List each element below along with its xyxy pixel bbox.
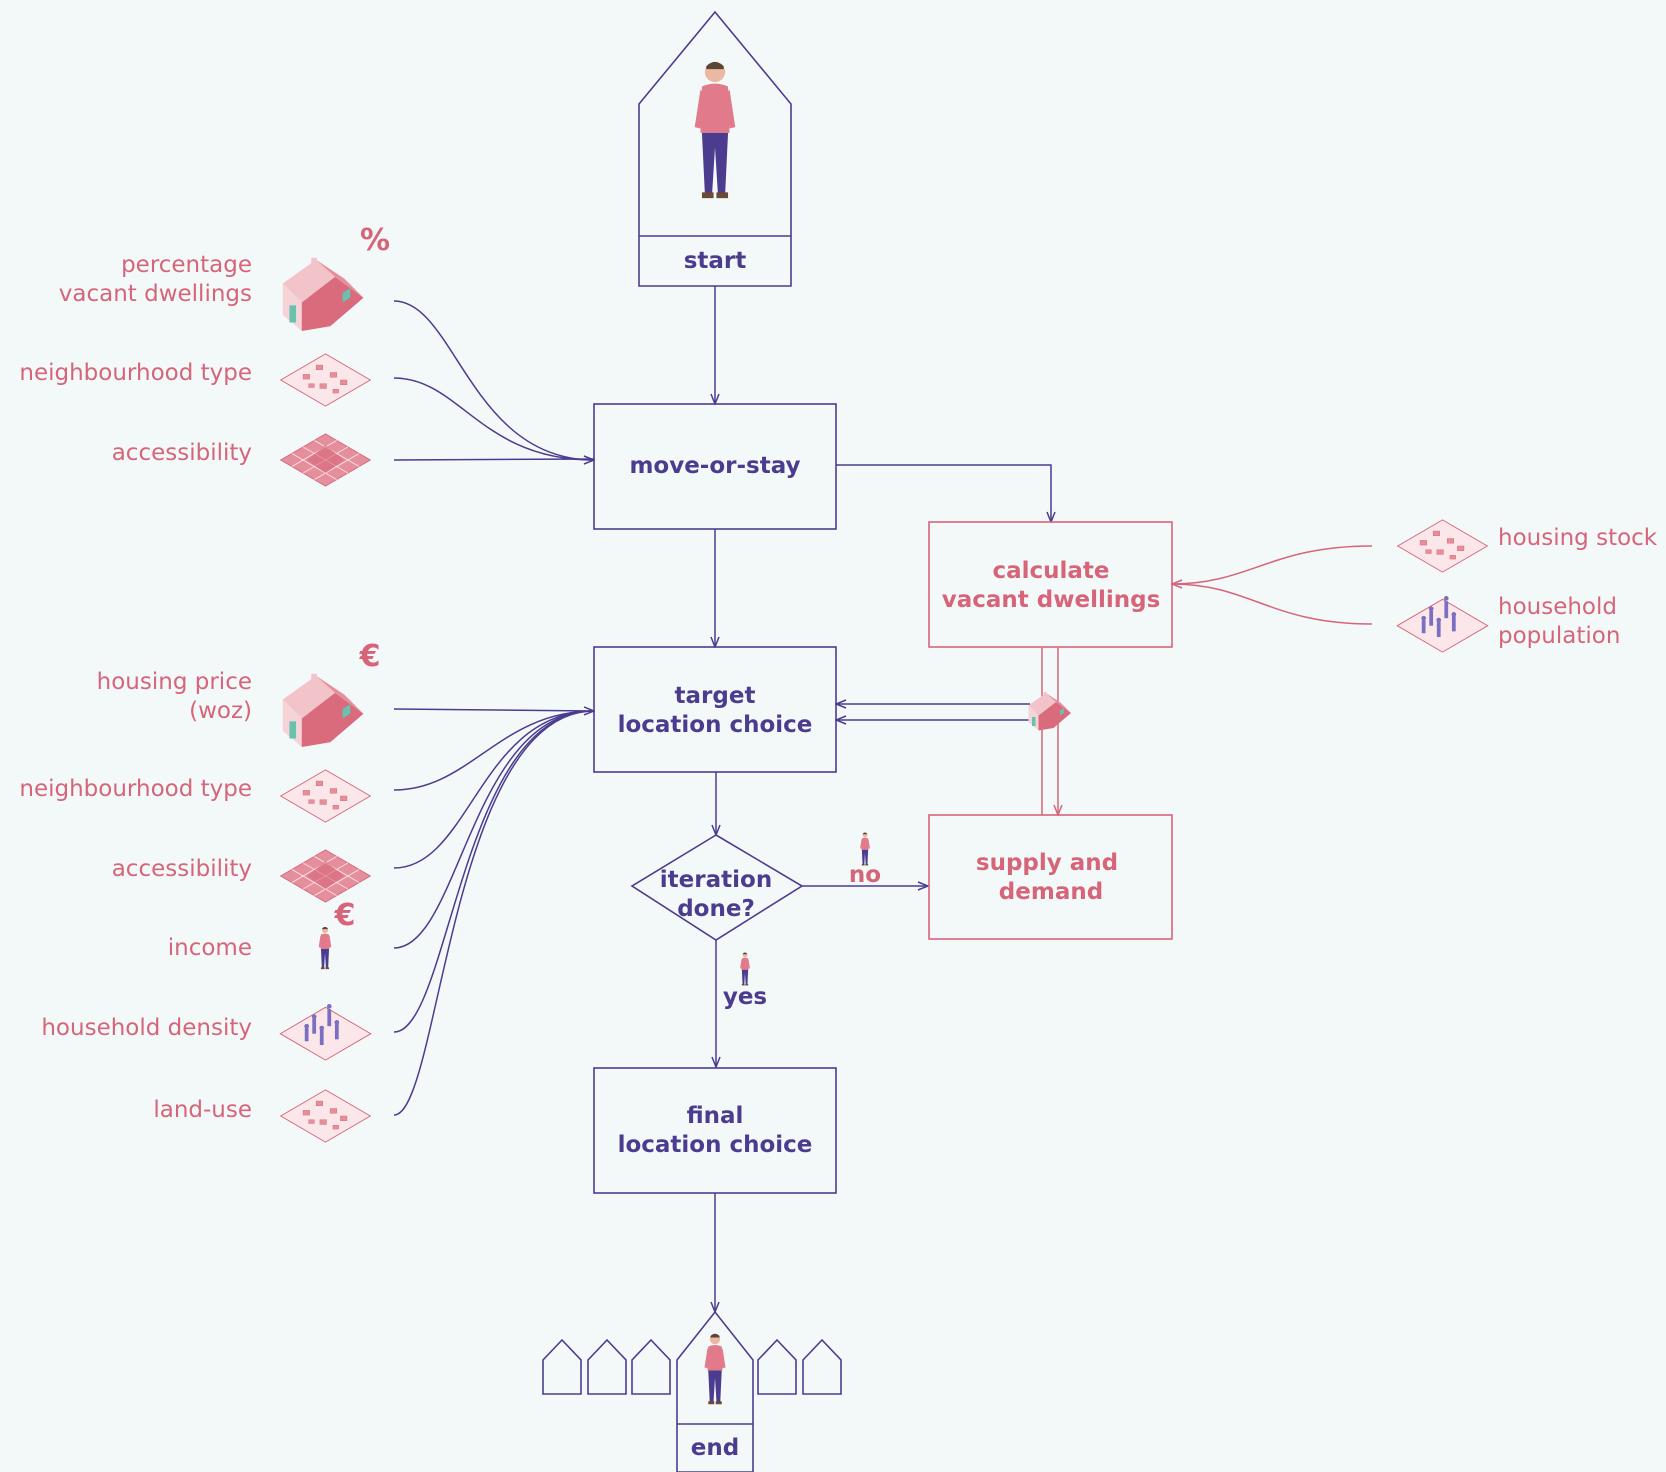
branch-no-label: no — [849, 862, 881, 888]
accessibility-grid-icon — [280, 849, 371, 903]
input-label: household density — [41, 1015, 252, 1041]
person-icon — [860, 832, 870, 866]
iteration-label-2: done? — [677, 896, 755, 922]
calculate-vacant-dwellings-node: calculate vacant dwellings — [928, 521, 1173, 648]
house-icon — [282, 673, 364, 747]
start-node: start — [638, 10, 792, 287]
final-label-1: final — [687, 1103, 744, 1129]
input-label: land-use — [153, 1097, 252, 1123]
end-label: end — [691, 1435, 739, 1461]
vacant-dwellings-inputs: housing stock household population — [1396, 519, 1658, 653]
input-label: percentage — [121, 252, 252, 278]
input-label: household — [1498, 594, 1617, 620]
house-icon — [282, 257, 364, 331]
final-location-choice-node: final location choice — [593, 1067, 837, 1194]
calculate-label-2: vacant dwellings — [942, 587, 1161, 613]
percentage-symbol: % — [360, 223, 390, 258]
input-label: population — [1498, 623, 1620, 649]
iteration-done-node: iteration done? — [630, 834, 804, 941]
input-label: accessibility — [112, 440, 252, 466]
start-label: start — [684, 248, 747, 274]
input-label: vacant dwellings — [59, 281, 252, 307]
input-label: (woz) — [189, 698, 252, 724]
input-label: income — [168, 935, 252, 961]
euro-symbol: € — [359, 639, 381, 674]
house-icon — [1028, 692, 1071, 731]
input-label: housing price — [97, 669, 252, 695]
input-label: accessibility — [112, 856, 252, 882]
branch-yes-label: yes — [723, 984, 767, 1010]
iteration-label-1: iteration — [660, 867, 772, 893]
household-icon — [279, 1003, 372, 1061]
end-node: end — [542, 1310, 842, 1472]
euro-symbol: € — [334, 898, 356, 933]
target-location-inputs: housing price (woz) € neighbourhood type… — [19, 639, 381, 1143]
calculate-label-1: calculate — [992, 558, 1109, 584]
supply-and-demand-node: supply and demand — [928, 814, 1173, 940]
move-or-stay-label: move-or-stay — [629, 453, 800, 479]
neighbourhood-icon — [1397, 519, 1488, 573]
person-icon — [694, 61, 736, 199]
person-icon — [318, 926, 332, 970]
input-label: neighbourhood type — [19, 776, 252, 802]
person-icon — [740, 952, 750, 986]
neighbourhood-icon — [280, 1089, 371, 1143]
neighbourhood-icon — [280, 769, 371, 823]
accessibility-grid-icon — [280, 433, 371, 487]
person-icon — [704, 1333, 726, 1405]
input-label: housing stock — [1498, 525, 1658, 551]
final-label-2: location choice — [618, 1132, 813, 1158]
input-label: neighbourhood type — [19, 360, 252, 386]
neighbourhood-icon — [280, 353, 371, 407]
supply-label-2: demand — [999, 879, 1103, 905]
connectors — [393, 286, 1373, 1312]
target-location-label-2: location choice — [618, 712, 813, 738]
target-location-choice-node: target location choice — [593, 646, 837, 773]
household-icon — [1396, 595, 1489, 653]
move-or-stay-inputs: percentage vacant dwellings % neighbourh… — [19, 223, 390, 487]
target-location-label-1: target — [675, 683, 756, 709]
supply-label-1: supply and — [976, 850, 1118, 876]
move-or-stay-node: move-or-stay — [593, 403, 837, 530]
